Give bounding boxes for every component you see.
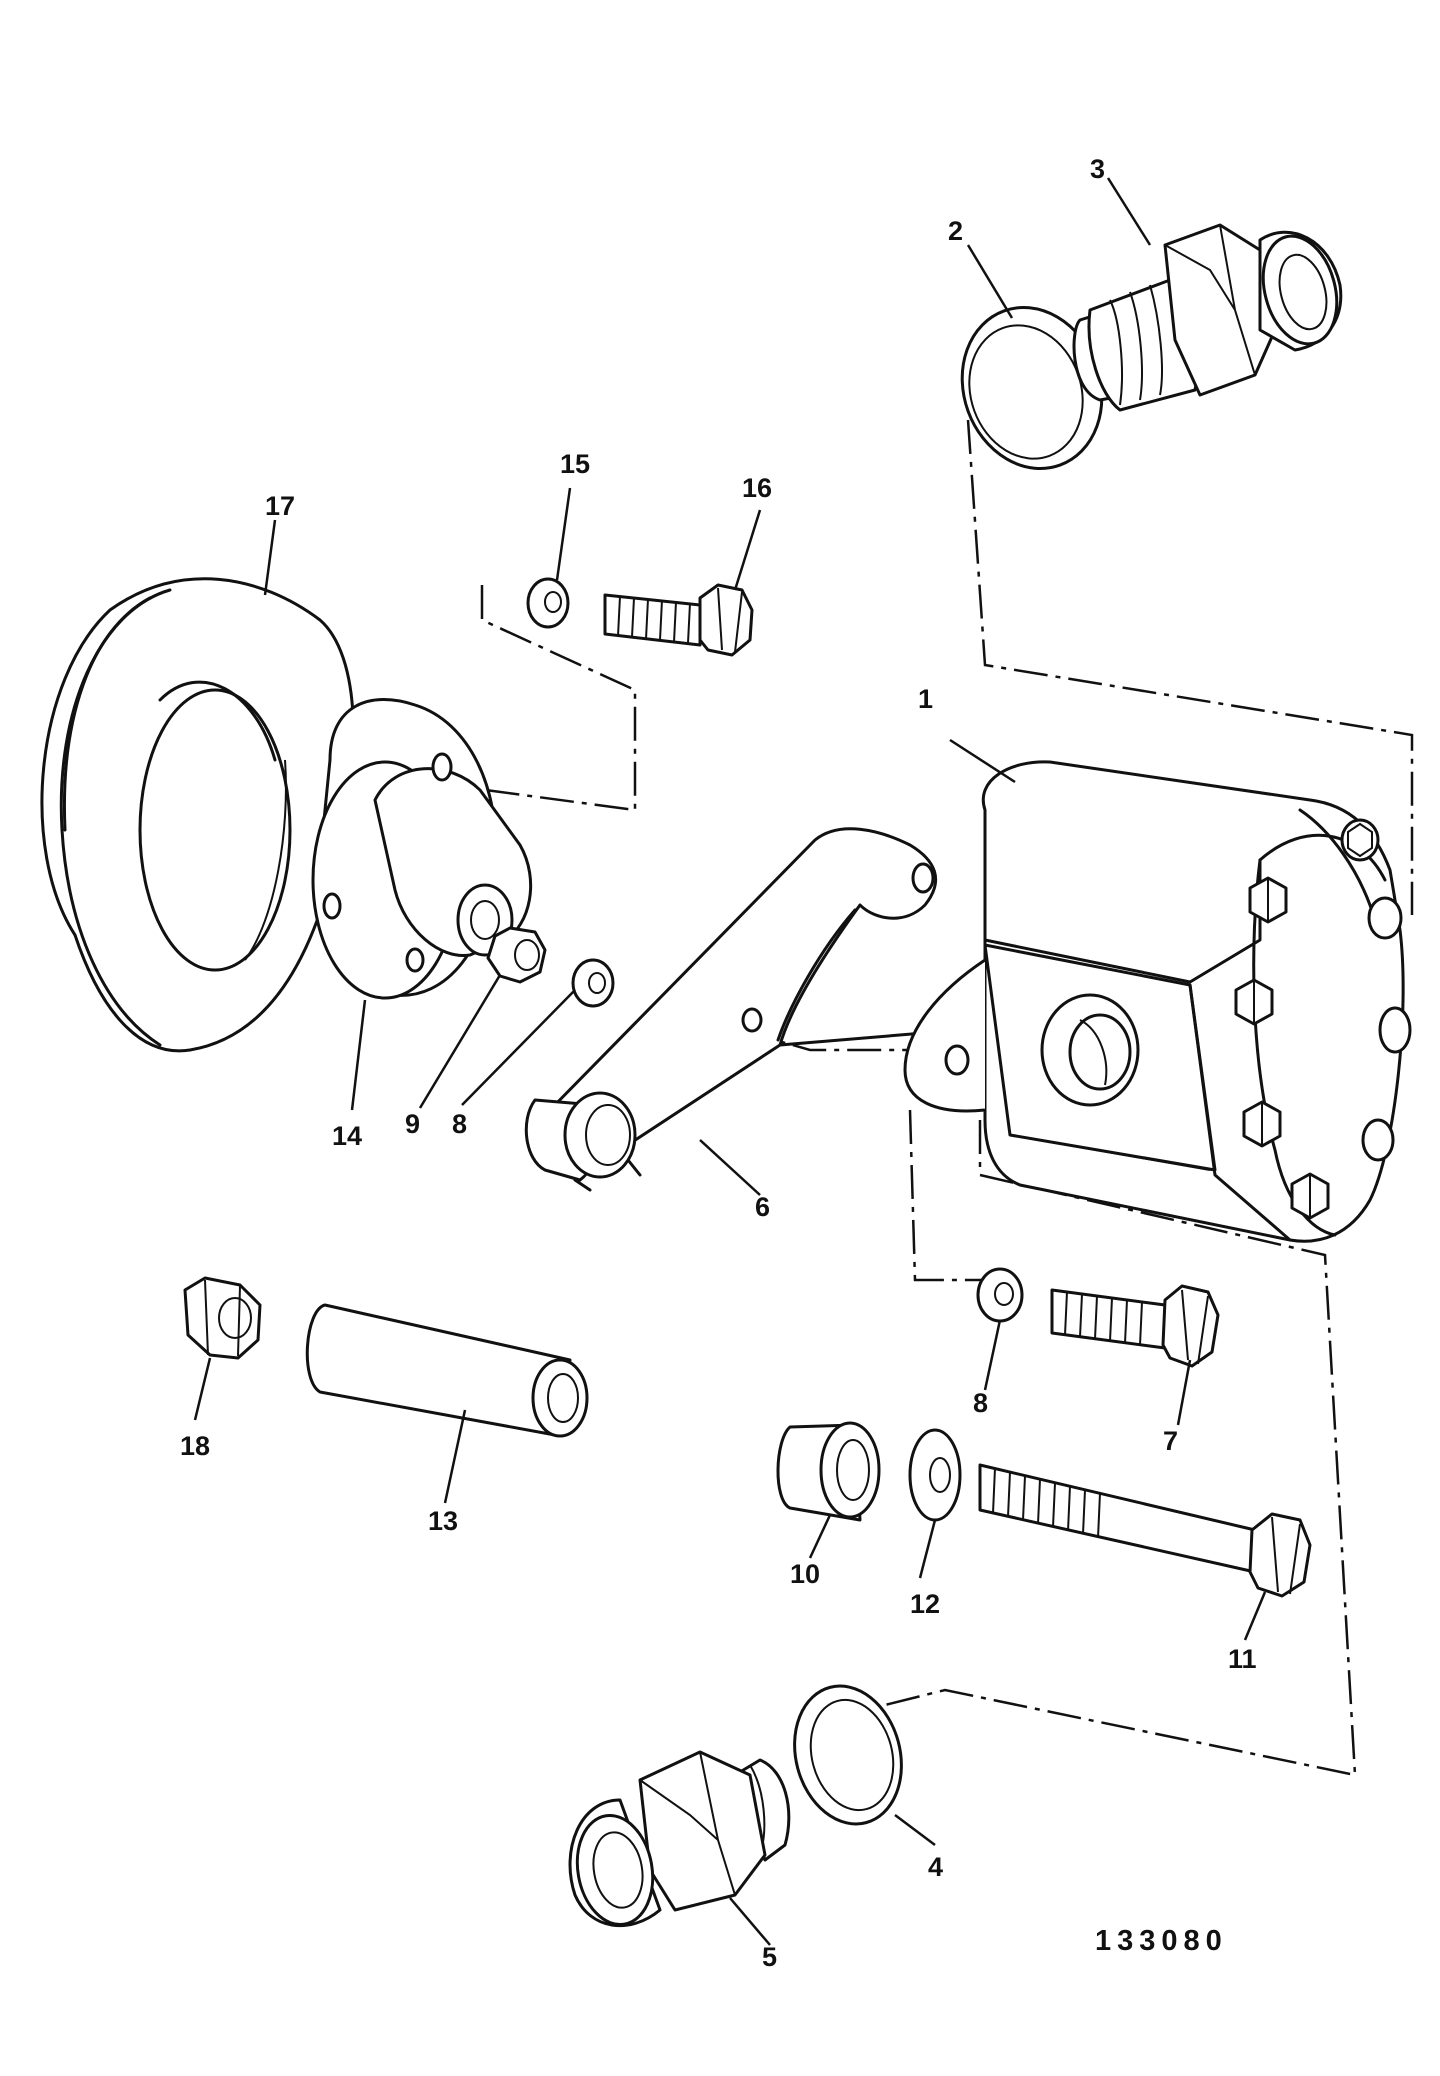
callout-7: 7 (1163, 1426, 1178, 1456)
callout-13: 13 (428, 1506, 458, 1536)
washer-lower (976, 1267, 1024, 1323)
callout-11: 11 (1228, 1644, 1257, 1674)
callout-10: 10 (790, 1559, 820, 1589)
adapter-fitting-5 (568, 1750, 791, 1927)
callout-12: 12 (910, 1589, 940, 1619)
callout-9: 9 (405, 1109, 420, 1139)
pump-end-cap-bolts (1234, 818, 1412, 1220)
callout-leaders (193, 177, 1267, 1946)
callout-2: 2 (948, 216, 963, 246)
callout-15: 15 (560, 449, 590, 479)
bracket-bushing (524, 1091, 637, 1192)
callout-18: 18 (180, 1431, 210, 1461)
callout-14: 14 (332, 1121, 362, 1151)
bolt-11 (978, 1463, 1312, 1598)
callout-5: 5 (762, 1942, 777, 1972)
brake-disc (40, 577, 355, 1053)
flange-nut (486, 926, 547, 984)
washer-12 (908, 1428, 962, 1522)
callout-8-upper: 8 (452, 1109, 467, 1139)
callout-4: 4 (928, 1852, 943, 1882)
washer-15 (526, 577, 570, 629)
hydraulic-pump (903, 760, 1405, 1243)
sleeve-13 (305, 1303, 589, 1438)
callout-16: 16 (742, 473, 772, 503)
spacer-10 (776, 1421, 881, 1522)
callout-6: 6 (755, 1192, 770, 1222)
callout-labels: 1 2 3 4 5 6 7 8 8 9 10 11 12 13 14 15 16… (180, 154, 1257, 1972)
washer-upper (571, 958, 615, 1008)
callout-1: 1 (918, 684, 933, 714)
callout-17: 17 (265, 491, 295, 521)
callout-8-lower: 8 (973, 1388, 988, 1418)
bolt-7 (1050, 1284, 1220, 1368)
drawing-reference-number: 133080 (1095, 1925, 1228, 1957)
seal-ring-4 (793, 1684, 903, 1826)
callout-3: 3 (1090, 154, 1105, 184)
bolt-16 (603, 583, 754, 657)
nut-18 (183, 1276, 262, 1360)
adapter-fitting-3 (1072, 223, 1343, 412)
